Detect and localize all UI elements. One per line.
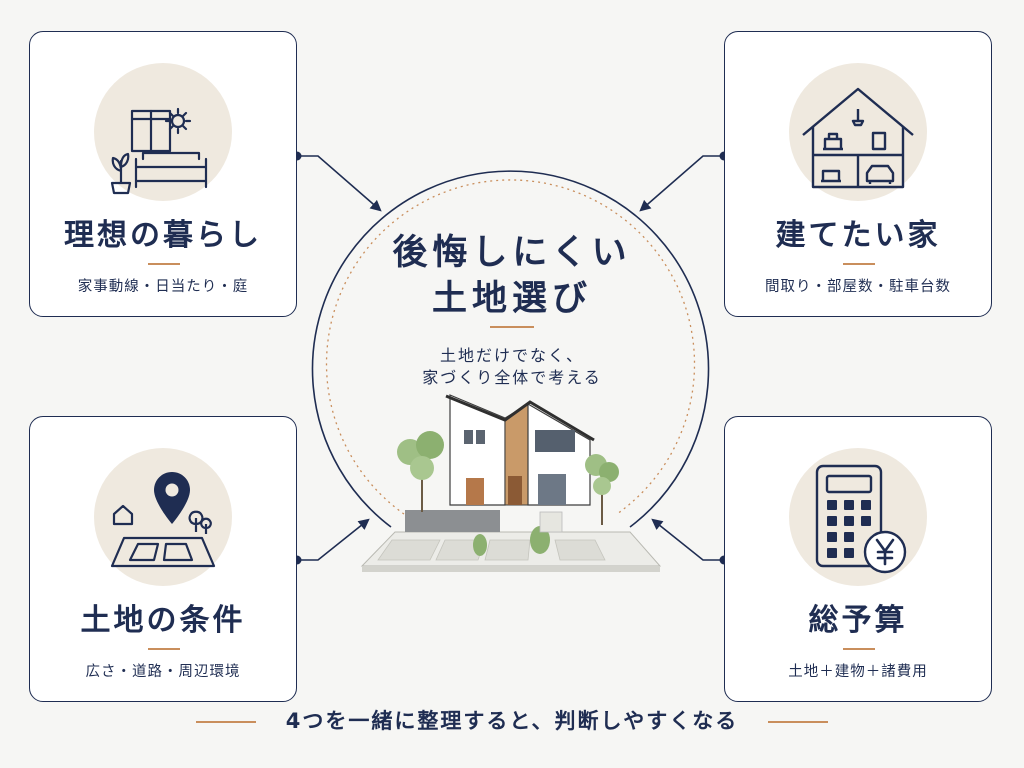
card-subtitle: 広さ・道路・周辺環境 (85, 664, 241, 680)
calculator-yen-icon (789, 448, 927, 586)
footer-text: 4つを一緒に整理すると、判断しやすくなる (285, 709, 739, 733)
arrow-house-to-center (639, 151, 729, 212)
card-divider (843, 648, 875, 650)
center-subtitle-line2: 家づくり全体で考える (422, 368, 602, 387)
center-title-line2: 土地選び (431, 279, 592, 319)
card-lifestyle: 理想の暮らし 家事動線・日当たり・庭 (29, 31, 297, 317)
center-subtitle-line1: 土地だけでなく、 (439, 346, 584, 365)
card-subtitle: 土地＋建物＋諸費用 (788, 664, 928, 680)
card-title: 建てたい家 (775, 218, 941, 253)
card-divider (148, 263, 180, 265)
card-divider (148, 648, 180, 650)
map-pin-icon (94, 448, 232, 586)
card-subtitle: 間取り・部屋数・駐車台数 (765, 279, 951, 295)
card-budget: 総予算 土地＋建物＋諸費用 (724, 416, 992, 702)
footer-line-right (768, 721, 828, 723)
card-subtitle: 家事動線・日当たり・庭 (77, 279, 249, 295)
arrow-lifestyle-to-center (292, 151, 382, 212)
arrow-budget-to-center (651, 518, 729, 565)
card-house: 建てたい家 間取り・部屋数・駐車台数 (724, 31, 992, 317)
card-land: 土地の条件 広さ・道路・周辺環境 (29, 416, 297, 702)
card-divider (843, 263, 875, 265)
house-cross-section-icon (789, 63, 927, 201)
center-title-line1: 後悔しにくい (392, 233, 632, 273)
card-title: 総予算 (808, 603, 908, 638)
house-illustration (360, 394, 662, 572)
card-title: 土地の条件 (80, 603, 246, 638)
card-title: 理想の暮らし (64, 218, 262, 253)
footer-line-left (196, 721, 256, 723)
living-room-icon (94, 63, 232, 201)
center-divider (490, 326, 534, 328)
arrow-land-to-center (292, 518, 370, 565)
